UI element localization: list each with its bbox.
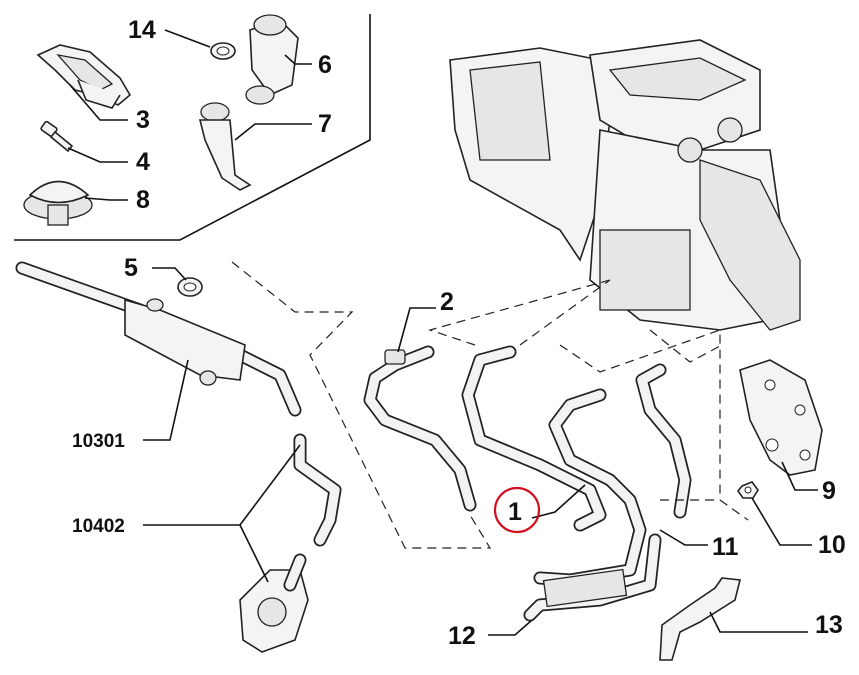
part-3-clip [36,44,132,109]
leader-line-6 [284,54,312,65]
part-9-cover-plate [739,359,823,476]
leader-line-10402-b [239,444,301,526]
callout-5[interactable]: 5 [124,254,138,282]
callout-6[interactable]: 6 [318,51,332,79]
dashed-assembly-line [427,279,611,346]
leader-line-2 [397,307,436,353]
callout-10301[interactable]: 10301 [72,431,125,452]
callout-10[interactable]: 10 [818,531,846,559]
callout-9[interactable]: 9 [822,477,836,505]
leader-line-8 [84,197,128,201]
dashed-assembly-line [660,499,749,521]
callout-3[interactable]: 3 [136,106,150,134]
callout-10402[interactable]: 10402 [72,516,125,537]
part-10402-pump-hose [239,433,342,653]
leader-line-1 [531,484,586,519]
dashed-assembly-line [519,279,611,346]
dashed-assembly-line [649,329,723,363]
callout-1[interactable]: 1 [508,498,522,526]
part-4-screw [40,120,74,153]
leader-line-12 [488,619,533,636]
part-10-nut [736,481,759,499]
part-7-bracket [198,102,252,191]
leader-line-10301 [143,359,189,441]
inset-box-border [14,14,371,241]
leader-line-11 [659,529,708,546]
dashed-assembly-line [559,329,721,500]
heater-box-assembly [449,39,801,331]
part-11-hose [635,363,692,519]
callout-7[interactable]: 7 [318,110,332,138]
leader-line-7 [234,123,312,141]
callout-12[interactable]: 12 [448,622,476,650]
part-14-clamp [210,42,236,60]
leader-line-13 [709,611,808,633]
leader-line-3 [69,84,128,121]
part-13-bracket [659,577,741,661]
leader-line-10402 [143,524,269,583]
highlight-circle [493,486,541,534]
part-5-clamp [177,277,203,297]
callout-11[interactable]: 11 [712,533,739,561]
leader-line-9 [781,461,818,491]
part-2-hose [363,345,477,512]
leader-line-10 [751,497,812,546]
callout-14[interactable]: 14 [128,16,156,44]
part-1-hose [461,345,607,532]
leader-line-5 [152,267,187,281]
part-6-bracket [245,14,299,105]
callout-13[interactable]: 13 [815,611,843,639]
leader-line-4 [67,147,128,163]
leader-line-14 [164,29,211,48]
part-8-cap [23,180,93,226]
dashed-assembly-line [231,261,492,549]
callout-8[interactable]: 8 [136,186,150,214]
part-10301-pipe [15,261,302,417]
part-12-pipe [523,388,662,622]
callout-4[interactable]: 4 [136,148,150,176]
callout-2[interactable]: 2 [440,288,454,316]
